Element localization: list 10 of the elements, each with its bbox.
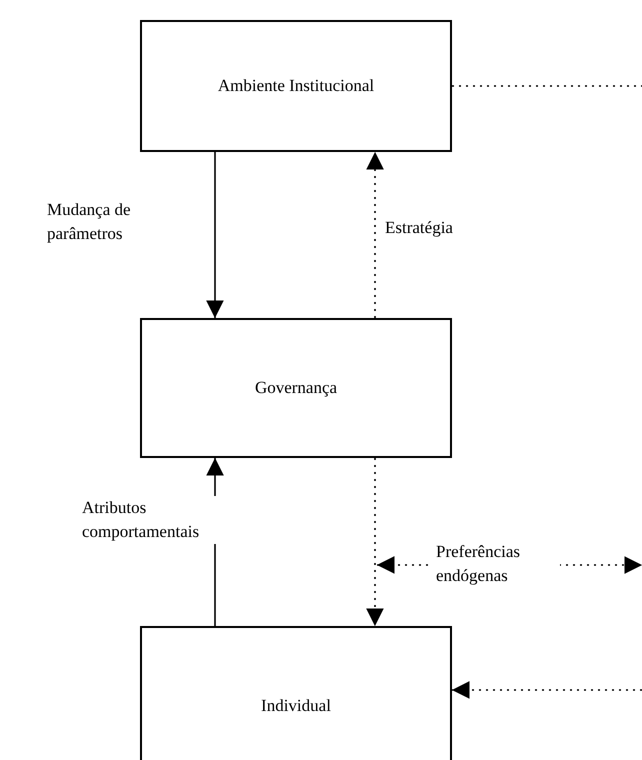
arrow <box>452 681 642 699</box>
box-label: Governança <box>254 378 338 398</box>
box-label: Individual <box>261 696 331 716</box>
process-box <box>140 20 452 152</box>
box-label: Ambiente Institucional <box>218 76 374 96</box>
arrow <box>366 458 384 626</box>
process-box <box>140 318 452 458</box>
arrow <box>366 152 384 318</box>
process-box <box>140 626 452 760</box>
arrow <box>206 152 224 318</box>
